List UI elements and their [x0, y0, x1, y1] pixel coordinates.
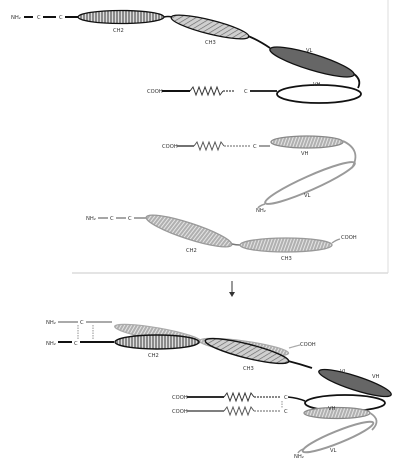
- label-c: C: [284, 409, 288, 415]
- label-vh: VH: [372, 374, 380, 380]
- label-vh: VH: [313, 82, 321, 88]
- label-cooh: COOH: [300, 342, 316, 348]
- linker-spring: [224, 407, 254, 415]
- label-c: C: [244, 89, 248, 95]
- label-ch3: CH3: [281, 256, 292, 262]
- linker-spring: [194, 142, 224, 150]
- vh-domain-grey: [304, 408, 370, 419]
- label-c: C: [37, 15, 41, 21]
- label-vl: VL: [304, 193, 311, 199]
- ch2-domain: [115, 335, 199, 349]
- chain-segment: [232, 244, 240, 245]
- label-vh: VH: [301, 151, 309, 157]
- label-ch2: CH2: [148, 353, 159, 359]
- light-chain-2: COOH C VH VL NH₂: [162, 136, 358, 214]
- chain-segment: [288, 361, 312, 368]
- label-cooh: COOH: [162, 144, 178, 150]
- chain-segment: [289, 345, 300, 348]
- label-nh2: NH₂: [86, 216, 96, 222]
- label-vh: VH: [328, 406, 336, 412]
- heavy-chain-1: NH₂ C C CH2 CH3 VL COOH C VH: [11, 11, 361, 104]
- label-nh2: NH₂: [11, 15, 21, 21]
- chain-segment: [288, 397, 305, 401]
- linker-spring: [190, 87, 223, 95]
- linker-spring: [224, 393, 254, 401]
- heavy-chain-3: NH₂ C C CH2 CH3 COOH: [86, 209, 357, 262]
- label-cooh: COOH: [172, 409, 188, 415]
- label-c: C: [128, 216, 132, 222]
- assembled-antibody: COOH NH₂ C NH₂ C CH2 CH3 VL VH COOH C CO…: [46, 320, 393, 460]
- label-nh2: NH₂: [46, 341, 56, 347]
- label-c: C: [59, 15, 63, 21]
- label-c: C: [80, 320, 84, 326]
- label-ch3: CH3: [243, 366, 254, 372]
- label-ch2: CH2: [186, 248, 197, 254]
- label-nh2: NH₂: [256, 208, 266, 214]
- arrow-down-icon: [229, 281, 235, 297]
- chain-segment: [354, 74, 359, 88]
- label-vl: VL: [330, 448, 337, 454]
- label-cooh: COOH: [147, 89, 163, 95]
- label-c: C: [74, 341, 78, 347]
- label-ch2: CH2: [113, 28, 124, 34]
- label-ch3: CH3: [205, 40, 216, 46]
- vh-domain: [271, 136, 343, 148]
- ch3-domain: [240, 238, 332, 252]
- label-c: C: [110, 216, 114, 222]
- label-nh2: NH₂: [294, 454, 304, 460]
- ch2-domain: [78, 11, 164, 24]
- label-c: C: [253, 144, 257, 150]
- label-nh2: NH₂: [46, 320, 56, 326]
- chain-segment: [332, 239, 340, 243]
- vl-domain: [262, 157, 357, 210]
- label-cooh: COOH: [172, 395, 188, 401]
- label-vl: VL: [340, 369, 347, 375]
- label-cooh: COOH: [341, 235, 357, 241]
- chain-segment: [248, 36, 270, 48]
- ch2-domain: [144, 209, 235, 252]
- ch3-domain: [169, 11, 250, 44]
- label-c: C: [284, 395, 288, 401]
- label-vl: VL: [306, 48, 313, 54]
- vl-domain-grey: [301, 417, 376, 457]
